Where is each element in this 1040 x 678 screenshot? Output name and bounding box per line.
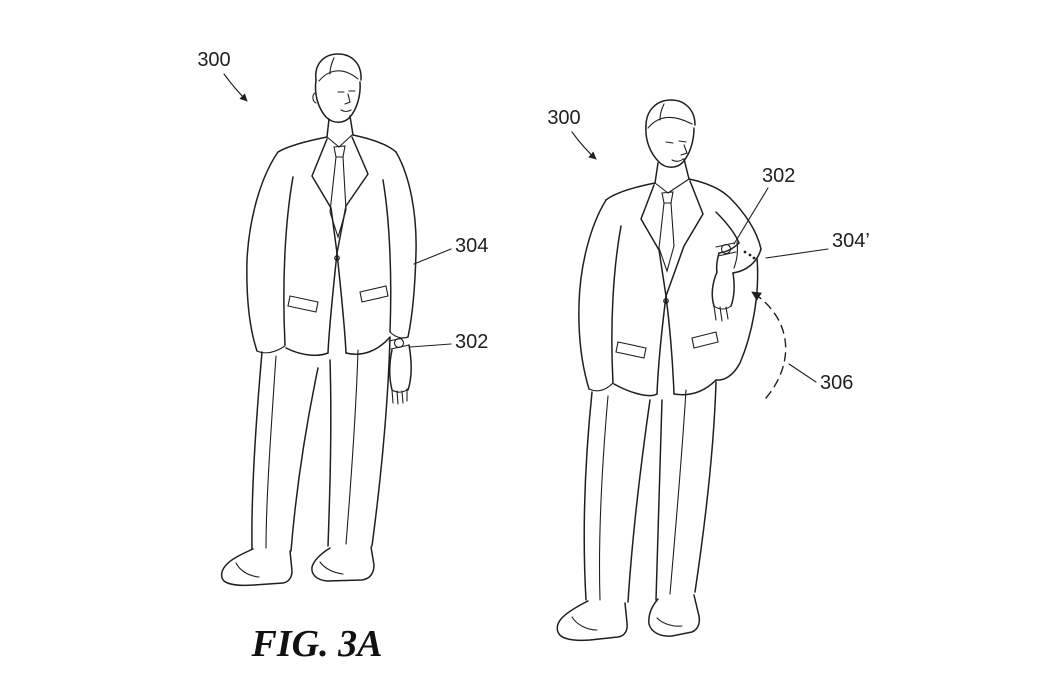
trousers	[583, 381, 717, 603]
leader-line-302-right	[733, 187, 769, 245]
ref-label-304-prime: 304’	[832, 230, 870, 252]
left-arm	[578, 199, 622, 392]
neck-and-collar	[654, 158, 690, 194]
hanging-hand	[711, 252, 735, 322]
wristwatch	[715, 242, 756, 260]
leader-line-302-left	[409, 343, 452, 348]
necktie	[329, 145, 347, 239]
ref-label-300-right: 300	[547, 107, 580, 129]
wristwatch	[388, 336, 410, 350]
trousers	[251, 337, 391, 552]
figure-caption: FIG. 3A	[251, 623, 383, 665]
right-arm	[382, 151, 417, 339]
motion-arc-306	[751, 291, 787, 399]
ref-label-302-left: 302	[455, 331, 488, 353]
head	[312, 53, 362, 123]
suit-jacket	[605, 178, 759, 397]
ref-label-304: 304	[455, 235, 488, 257]
leader-line-304-prime	[765, 248, 829, 259]
ref-label-302-right: 302	[762, 165, 795, 187]
ref-label-306: 306	[820, 372, 853, 394]
necktie	[658, 191, 675, 273]
ref-label-300-left: 300	[197, 49, 230, 71]
right-hand	[389, 344, 412, 405]
left-arm	[246, 151, 294, 354]
shoes	[220, 546, 375, 587]
arrow-300-left	[223, 73, 248, 102]
head	[645, 99, 696, 168]
suit-jacket	[277, 134, 397, 357]
leader-line-304	[413, 248, 452, 265]
figure-man-checking-watch: 300 302 304’ 306	[547, 99, 870, 642]
figure-standing-man: 300 304 302	[197, 49, 488, 587]
arrow-300-right	[571, 131, 597, 160]
shoes	[556, 594, 701, 642]
bent-right-arm	[715, 197, 762, 274]
neck-and-collar	[326, 115, 354, 148]
leader-line-306	[788, 363, 817, 383]
